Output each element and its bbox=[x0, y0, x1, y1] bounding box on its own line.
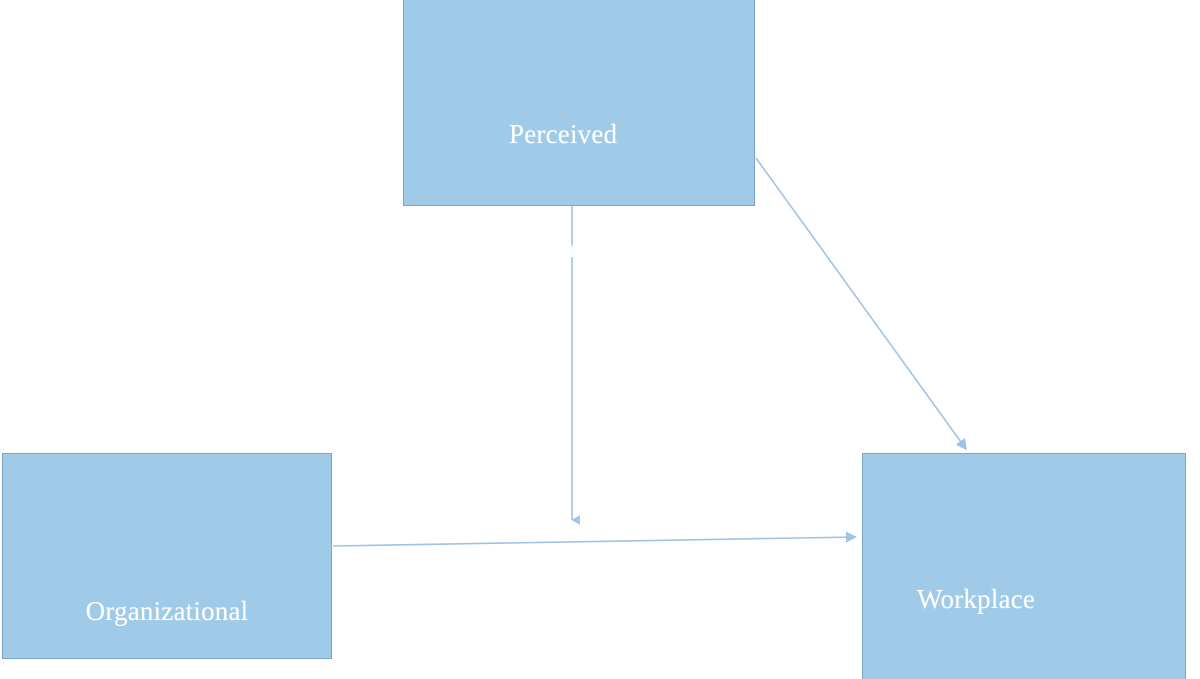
connector-cynicism-to-wdb bbox=[332, 531, 857, 547]
node-label-perceived-organizational-support: Perceived Organizational Support bbox=[404, 39, 754, 457]
node-label-organizational-cynicism: Organizational Cynicism bbox=[3, 516, 331, 679]
node-line-1: Organizational bbox=[85, 596, 249, 626]
node-line-3: Support bbox=[432, 347, 519, 377]
node-line-2: Organizational bbox=[432, 233, 595, 263]
connector-pos-to-wdb bbox=[755, 157, 967, 451]
node-workplace-deviance-behaviour[interactable]: Workplace Deviance Behaviour bbox=[862, 453, 1186, 679]
node-perceived-organizational-support[interactable]: Perceived Organizational Support bbox=[403, 0, 755, 377]
node-organizational-cynicism[interactable]: Organizational Cynicism bbox=[2, 453, 332, 659]
node-line-1: Workplace bbox=[917, 584, 1036, 614]
node-line-1: Perceived bbox=[509, 119, 618, 149]
node-label-workplace-deviance-behaviour: Workplace Deviance Behaviour bbox=[863, 504, 1185, 679]
